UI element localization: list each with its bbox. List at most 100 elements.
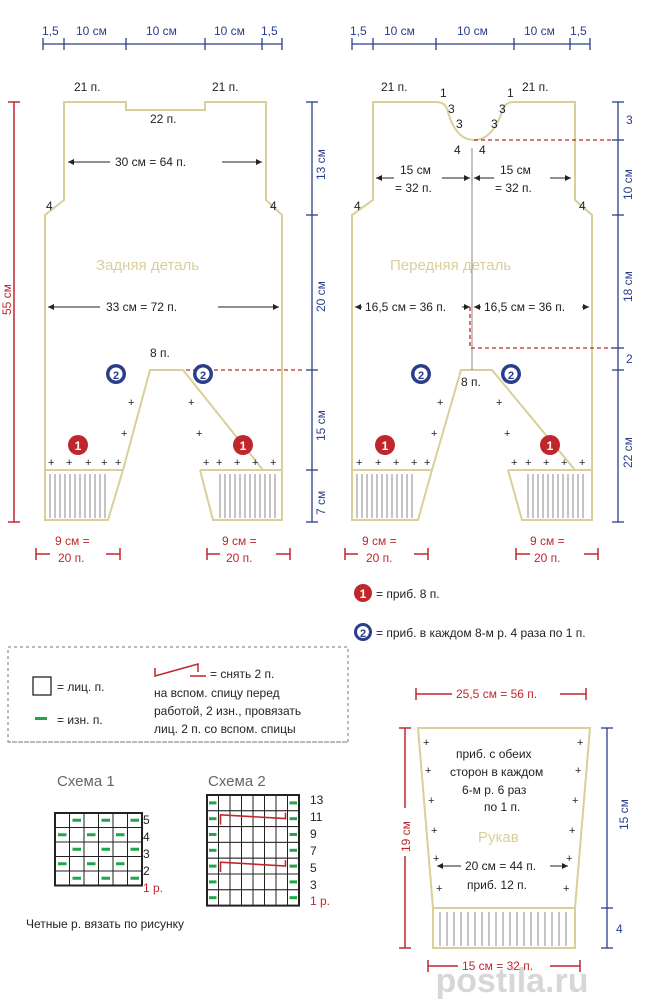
- svg-text:9: 9: [310, 827, 317, 841]
- marker-1-icon: 1: [354, 584, 372, 602]
- svg-text:1: 1: [507, 86, 514, 100]
- back-armhole-left: 4: [46, 199, 53, 213]
- back-right-rib: [199, 469, 283, 521]
- svg-text:+: +: [566, 853, 572, 865]
- marker-1-icon: 1: [540, 435, 560, 455]
- front-height: 10 см: [621, 169, 635, 200]
- top-scale-left: 1,5 10 см 10 см 10 см 1,5: [42, 24, 283, 50]
- front-lower-arrows: [355, 304, 589, 310]
- svg-text:+: +: [433, 853, 439, 865]
- svg-text:1: 1: [382, 439, 389, 453]
- back-height: 7 см: [314, 491, 328, 515]
- marker-2-icon: 2: [106, 364, 126, 384]
- svg-text:+: +: [48, 457, 54, 469]
- front-height: 22 см: [621, 437, 635, 468]
- svg-text:5: 5: [310, 861, 317, 875]
- purl-symbol-icon: [35, 717, 47, 720]
- back-armhole-right: 4: [270, 199, 277, 213]
- svg-text:1: 1: [360, 587, 367, 601]
- back-height: 20 см: [314, 281, 328, 312]
- front-armhole-right: 4: [579, 199, 586, 213]
- svg-text:+: +: [575, 765, 581, 777]
- scale-label: 10 см: [457, 24, 488, 38]
- knit-symbol-icon: [32, 676, 52, 696]
- scheme-2-title: Схема 2: [208, 773, 266, 790]
- cable-text-2: на вспом. спицу перед: [154, 686, 280, 700]
- marker-2-text: = приб. в каждом 8-м р. 4 раза по 1 п.: [376, 626, 586, 640]
- scale-label: 10 см: [524, 24, 555, 38]
- svg-text:+: +: [511, 457, 517, 469]
- sleeve-mid-arrow: [437, 863, 568, 869]
- svg-text:+: +: [234, 457, 240, 469]
- sleeve-rib: [432, 908, 576, 949]
- back-increase-marks: +++ ++++ +++ ++++: [48, 397, 276, 469]
- cable-text-4: лиц. 2 п. со вспом. спицы: [154, 722, 296, 736]
- front-increase-marks: +++ ++++ +++ ++++: [356, 397, 585, 469]
- svg-text:1: 1: [75, 439, 82, 453]
- svg-text:+: +: [270, 457, 276, 469]
- marker-2-icon: 2: [193, 364, 213, 384]
- svg-text:+: +: [504, 428, 510, 440]
- svg-text:2: 2: [360, 628, 366, 640]
- sleeve-title: Рукав: [478, 829, 519, 846]
- cable-symbol-icon: [154, 663, 199, 677]
- svg-text:+: +: [411, 457, 417, 469]
- sleeve-right-height: 15 см: [617, 799, 631, 830]
- svg-text:+: +: [85, 457, 91, 469]
- svg-text:3: 3: [456, 117, 463, 131]
- svg-text:postila.ru: postila.ru: [435, 962, 588, 1000]
- front-shoulder-left: 21 п.: [381, 80, 408, 94]
- front-height: 18 см: [621, 271, 635, 302]
- svg-text:+: +: [252, 457, 258, 469]
- svg-text:+: +: [572, 795, 578, 807]
- scheme-2: Схема 2 13 11 9 7 5 3 1 р.: [206, 773, 330, 908]
- front-upper-left-cm: 15 см: [400, 163, 431, 177]
- scale-label: 1,5: [570, 24, 587, 38]
- marker-2-icon: 2: [354, 623, 372, 641]
- top-scale-right: 1,5 10 см 10 см 10 см 1,5: [350, 24, 591, 50]
- back-leg-stitches-left: 20 п.: [58, 551, 85, 565]
- svg-text:по 1 п.: по 1 п.: [484, 800, 520, 814]
- front-leg-width-right: 9 см =: [530, 534, 565, 548]
- svg-text:+: +: [428, 795, 434, 807]
- svg-text:приб. с обеих: приб. с обеих: [456, 747, 532, 761]
- back-neck: 22 п.: [150, 112, 177, 126]
- svg-text:2: 2: [143, 864, 150, 878]
- scale-label: 10 см: [384, 24, 415, 38]
- front-upper-arrows: [376, 175, 571, 181]
- svg-text:4: 4: [454, 143, 461, 157]
- back-lower-width-arrow: [48, 304, 279, 310]
- sleeve-increase-marks: ++++++ ++++++: [423, 737, 583, 895]
- back-height: 13 см: [314, 149, 328, 180]
- scale-label: 10 см: [214, 24, 245, 38]
- svg-text:4: 4: [479, 143, 486, 157]
- scale-label: 1,5: [42, 24, 59, 38]
- back-shoulder-left: 21 п.: [74, 80, 101, 94]
- sleeve-bottom-width: 15 см = 32 п.: [462, 959, 533, 973]
- purl-label: = изн. п.: [57, 713, 103, 727]
- back-shoulder-right: 21 п.: [212, 80, 239, 94]
- back-title: Задняя деталь: [96, 257, 199, 274]
- scale-label: 1,5: [350, 24, 367, 38]
- front-lower-left: 16,5 см = 36 п.: [365, 300, 446, 314]
- watermark: postila.ru: [435, 962, 588, 1000]
- sleeve-height: 19 см: [399, 821, 413, 852]
- svg-text:3: 3: [491, 117, 498, 131]
- svg-text:+: +: [525, 457, 531, 469]
- svg-text:3: 3: [499, 102, 506, 116]
- marker-2-icon: 2: [411, 364, 431, 384]
- svg-text:2: 2: [418, 370, 424, 382]
- svg-text:+: +: [115, 457, 121, 469]
- svg-text:1: 1: [440, 86, 447, 100]
- back-total-height: 55 см: [0, 284, 14, 315]
- cable-text-3: работой, 2 изн., провязать: [154, 704, 301, 718]
- svg-text:+: +: [561, 457, 567, 469]
- cable-text-1: = снять 2 п.: [210, 667, 274, 681]
- back-leg-width-right: 9 см =: [222, 534, 257, 548]
- front-title: Передняя деталь: [390, 257, 511, 274]
- svg-text:+: +: [128, 397, 134, 409]
- back-lower-width: 33 см = 72 п.: [106, 300, 177, 314]
- svg-text:1 р.: 1 р.: [310, 894, 330, 908]
- front-lower-right: 16,5 см = 36 п.: [484, 300, 565, 314]
